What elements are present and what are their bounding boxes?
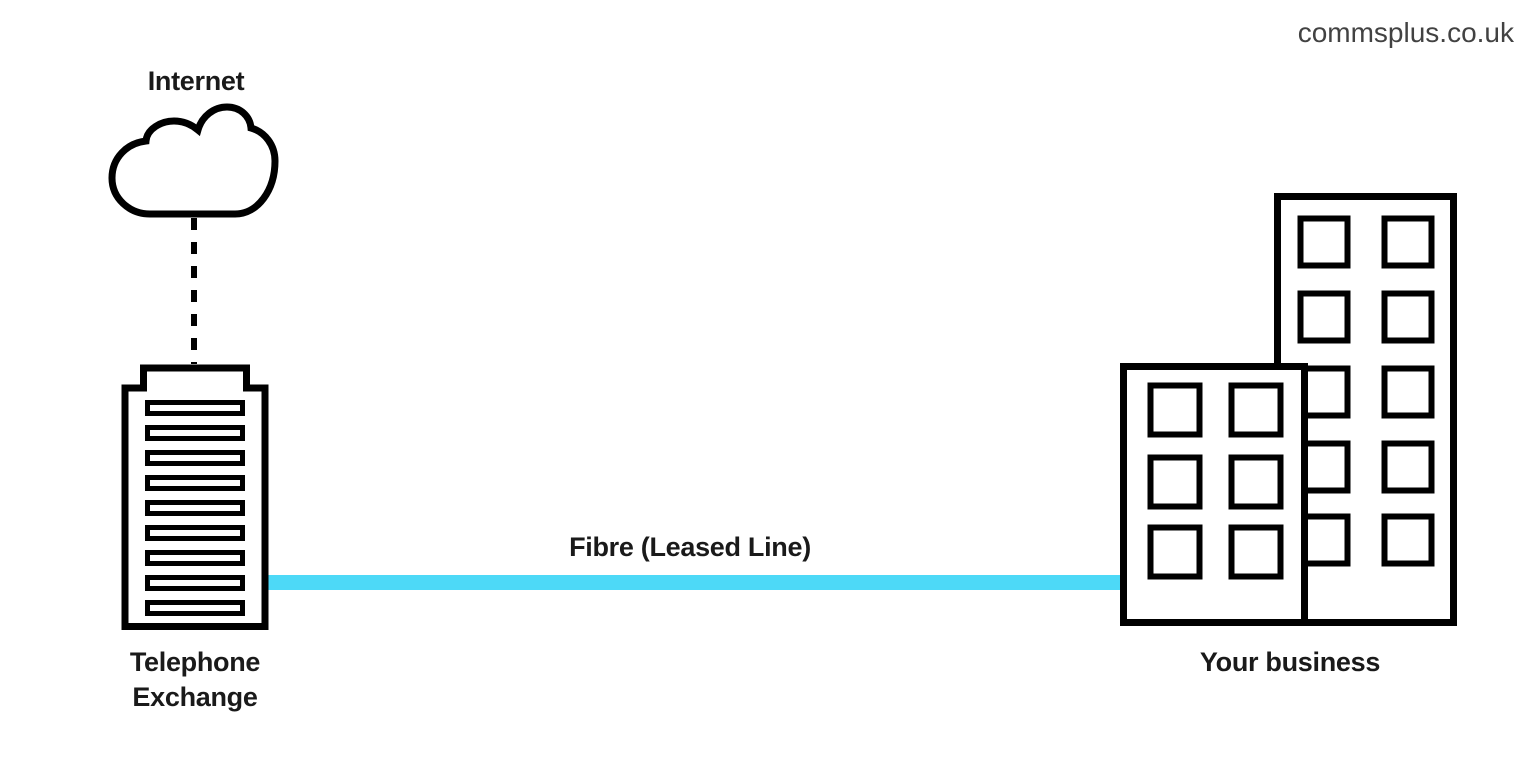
tall-building-window bbox=[1381, 513, 1435, 567]
tall-building-window bbox=[1297, 440, 1351, 494]
telephone-exchange-icon bbox=[121, 364, 269, 630]
business-buildings-icon bbox=[1120, 193, 1457, 626]
fibre-label: Fibre (Leased Line) bbox=[569, 532, 811, 562]
tall-building-window bbox=[1381, 440, 1435, 494]
exchange-slat bbox=[145, 400, 245, 416]
tall-building-window bbox=[1297, 290, 1351, 344]
tall-building-window bbox=[1381, 215, 1435, 269]
exchange-slat bbox=[145, 475, 245, 491]
internet-cloud-icon bbox=[108, 103, 279, 218]
exchange-slat bbox=[145, 525, 245, 541]
front-building-window bbox=[1147, 524, 1203, 580]
business-label: Your business bbox=[1200, 647, 1380, 677]
front-building-window bbox=[1228, 454, 1284, 510]
telephone-exchange-label-line2: Exchange bbox=[132, 682, 257, 712]
exchange-slat bbox=[145, 550, 245, 566]
exchange-slat bbox=[145, 600, 245, 616]
tall-building-window bbox=[1297, 215, 1351, 269]
exchange-slat bbox=[145, 575, 245, 591]
tall-building-window bbox=[1381, 290, 1435, 344]
watermark-url: commsplus.co.uk bbox=[1298, 17, 1515, 48]
front-building-window bbox=[1228, 382, 1284, 438]
tall-building-window bbox=[1381, 365, 1435, 419]
internet-label: Internet bbox=[148, 66, 245, 96]
exchange-slat bbox=[145, 450, 245, 466]
front-building-window bbox=[1147, 382, 1203, 438]
exchange-slat bbox=[145, 425, 245, 441]
front-building-window bbox=[1147, 454, 1203, 510]
telephone-exchange-label-line1: Telephone bbox=[130, 647, 261, 677]
tall-building-window bbox=[1297, 513, 1351, 567]
exchange-slat bbox=[145, 500, 245, 516]
front-building-window bbox=[1228, 524, 1284, 580]
fibre-leased-line bbox=[266, 575, 1126, 590]
